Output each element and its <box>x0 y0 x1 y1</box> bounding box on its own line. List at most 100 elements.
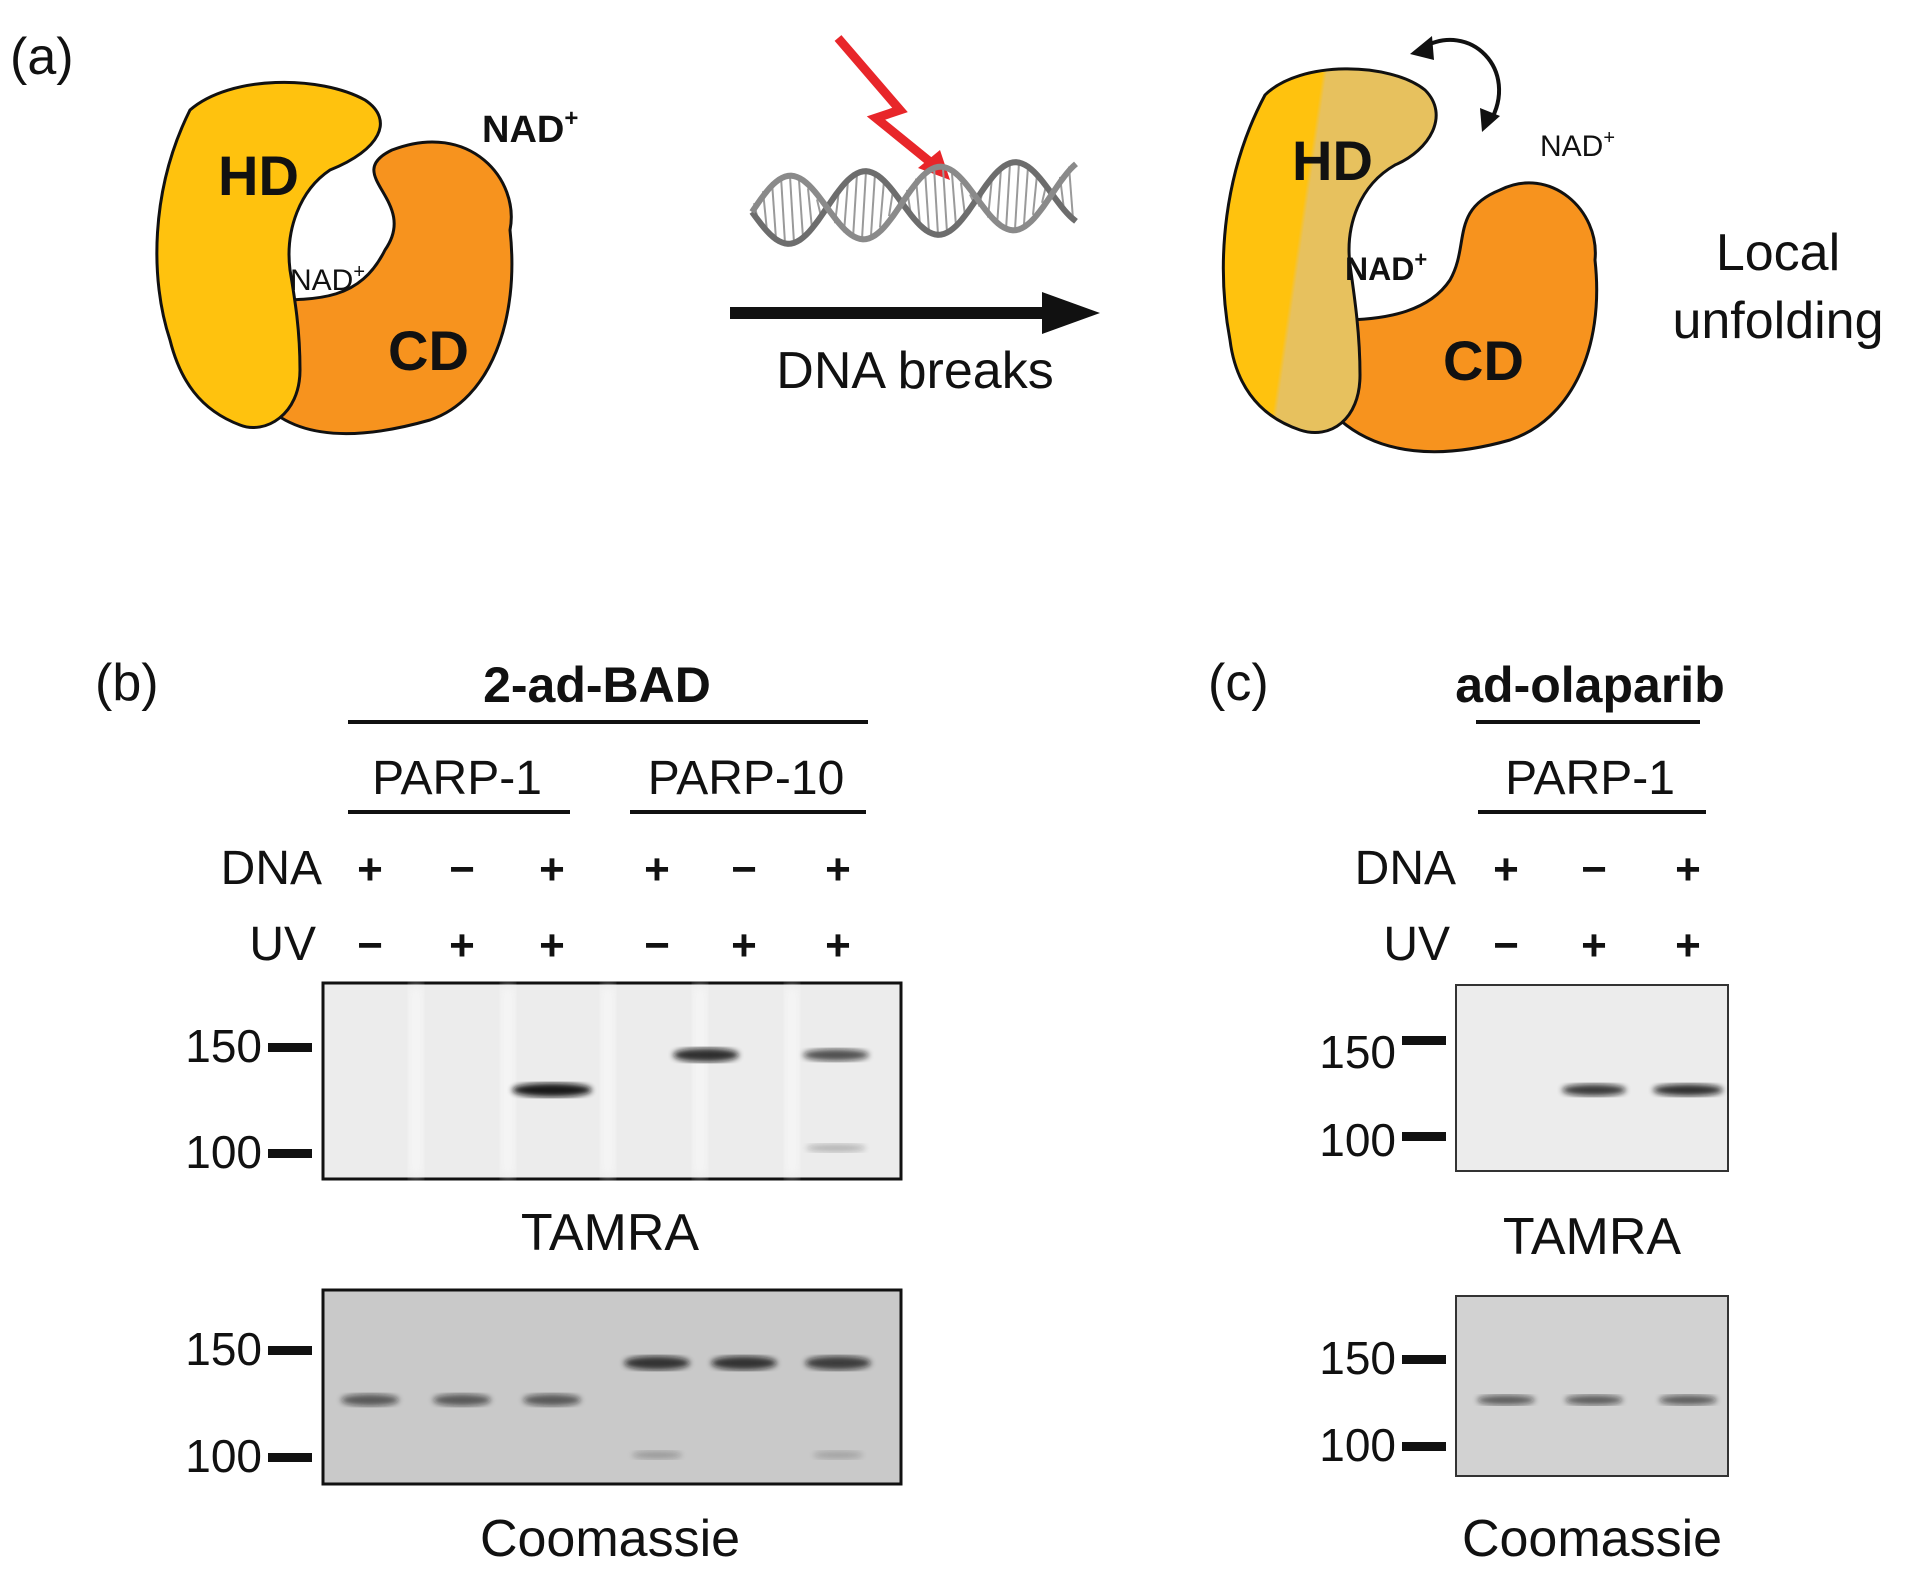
gel-band <box>433 1394 491 1406</box>
helical-domain-shape-right <box>1221 67 1438 435</box>
uv-sign: + <box>731 921 757 970</box>
base-pair-line <box>807 188 813 229</box>
group-label-parp1: PARP-1 <box>372 752 542 805</box>
gel-band <box>523 1394 581 1406</box>
nad-outside-label: NAD+ <box>482 105 578 151</box>
marker-tick-100-tamra-b <box>268 1149 312 1158</box>
lane-separator <box>501 986 515 1176</box>
gel-band <box>711 1356 777 1370</box>
base-pair-line <box>798 180 804 238</box>
exchange-arrow-icon <box>1410 36 1502 132</box>
base-pair-line <box>1068 166 1074 219</box>
catalytic-domain-shape-right <box>1338 181 1599 454</box>
marker-150-tamra-b: 150 <box>185 1020 262 1072</box>
dna-sign: − <box>1581 845 1607 894</box>
marker-tick-150-coomassie-c <box>1402 1355 1446 1364</box>
lane-separator <box>601 986 615 1176</box>
panel-b: (b) 2-ad-BAD PARP-1 PARP-10 DNA UV +−−++… <box>95 654 903 1568</box>
marker-tick-150-coomassie-b <box>268 1346 312 1355</box>
marker-tick-100-tamra-c <box>1402 1132 1446 1141</box>
gel-band <box>624 1356 690 1370</box>
gel-band <box>813 1451 863 1459</box>
gel-band <box>806 1144 866 1152</box>
base-pair-line <box>852 173 858 239</box>
dna-sign: + <box>357 845 383 894</box>
base-pair-line <box>996 168 1002 226</box>
coomassie-label-b: Coomassie <box>480 1510 740 1568</box>
cd-label: CD <box>388 319 469 382</box>
lane-separator <box>785 986 799 1176</box>
catalytic-domain-shape <box>263 140 514 436</box>
base-pair-line <box>960 182 966 216</box>
unfolding-line-2: unfolding <box>1672 292 1883 350</box>
base-pair-line <box>879 180 885 228</box>
gel-band <box>805 1356 871 1370</box>
base-pair-line <box>1014 162 1020 230</box>
gel-tamra-b <box>321 981 903 1181</box>
gel-band <box>1562 1084 1626 1096</box>
base-pair-line <box>933 166 939 235</box>
panel-c-letter: (c) <box>1208 654 1269 712</box>
hd-label: HD <box>218 144 299 207</box>
arrow-label: DNA breaks <box>776 342 1053 400</box>
marker-tick-150-tamra-b <box>268 1043 312 1052</box>
base-pair-line <box>924 170 930 233</box>
gel-band <box>1477 1395 1535 1405</box>
helical-domain-shape <box>155 80 382 430</box>
gel-band <box>803 1049 869 1061</box>
base-pair-line <box>1023 166 1029 225</box>
row-label-uv-b: UV <box>249 918 316 971</box>
marker-100-tamra-c: 100 <box>1319 1114 1396 1166</box>
dna-sign: + <box>644 845 670 894</box>
gel-band <box>341 1394 399 1406</box>
panel-c: (c) ad-olaparib PARP-1 DNA UV +−−+++ 150… <box>1208 654 1729 1568</box>
row-label-uv-c: UV <box>1383 918 1450 971</box>
reaction-arrow <box>730 292 1100 334</box>
dna-strand <box>749 159 1078 247</box>
base-pair-line <box>1005 163 1011 230</box>
uv-sign: + <box>825 921 851 970</box>
uv-sign: − <box>357 921 383 970</box>
base-pair-line <box>1032 174 1038 215</box>
gel-coomassie-c <box>1455 1295 1729 1477</box>
cd-label-right: CD <box>1443 329 1524 392</box>
nad-outside-label-right: NAD+ <box>1540 127 1615 163</box>
nad-pocket-label: NAD+ <box>290 261 365 297</box>
dna-sign: − <box>731 845 757 894</box>
dna-sign: + <box>1493 845 1519 894</box>
unfolding-line-1: Local <box>1716 224 1840 282</box>
base-pair-line <box>843 179 849 233</box>
gel-band <box>1653 1084 1723 1096</box>
marker-100-coomassie-b: 100 <box>185 1430 262 1482</box>
panel-a-letter: (a) <box>10 28 74 86</box>
protein-unfolded: HD CD NAD+ NAD+ <box>1221 36 1615 454</box>
marker-tick-100-coomassie-c <box>1402 1442 1446 1451</box>
base-pair-line <box>942 167 948 233</box>
gel-band <box>1565 1395 1623 1405</box>
gel-band <box>673 1048 739 1062</box>
marker-100-coomassie-c: 100 <box>1319 1419 1396 1471</box>
base-pair-line <box>951 173 957 227</box>
row-label-dna-c: DNA <box>1355 842 1456 895</box>
lane-signs-b: +−−++++−−+++ <box>357 845 851 970</box>
uv-sign: − <box>644 921 670 970</box>
coomassie-label-c: Coomassie <box>1462 1510 1722 1568</box>
gel-coomassie-b <box>321 1288 903 1486</box>
base-pair-line <box>861 171 867 240</box>
tamra-label-c: TAMRA <box>1503 1208 1681 1266</box>
dna-sign: + <box>539 845 565 894</box>
marker-150-tamra-c: 150 <box>1319 1026 1396 1078</box>
lane-separator <box>409 986 423 1176</box>
marker-150-coomassie-c: 150 <box>1319 1332 1396 1384</box>
gel-band <box>632 1451 682 1459</box>
uv-sign: + <box>1581 921 1607 970</box>
gel-band <box>512 1083 592 1097</box>
uv-sign: − <box>1493 921 1519 970</box>
protein-native: HD CD NAD+ NAD+ <box>155 80 578 436</box>
dna-sign: + <box>825 845 851 894</box>
marker-150-coomassie-b: 150 <box>185 1323 262 1375</box>
panel-b-letter: (b) <box>95 654 159 712</box>
hd-label-right: HD <box>1292 129 1373 192</box>
panel-a: (a) HD CD NAD+ NAD+ DNA breaks HD <box>10 28 1884 454</box>
